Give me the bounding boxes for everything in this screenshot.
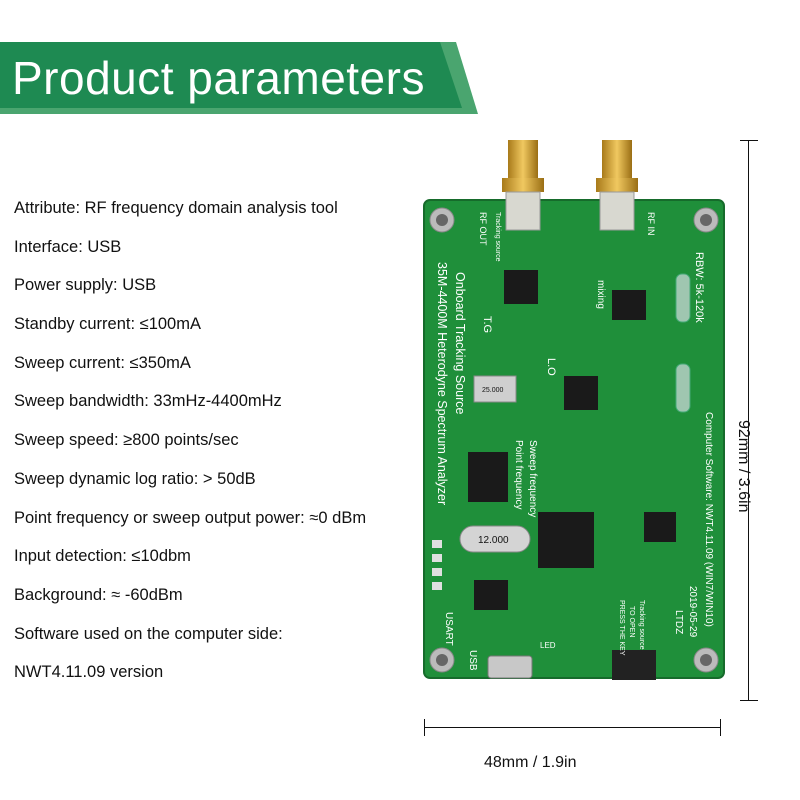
spec-item: Attribute: RF frequency domain analysis … — [14, 199, 338, 217]
height-dimension-label: 92mm / 3.6in — [735, 420, 752, 513]
lo-label: L.O — [545, 358, 557, 376]
spec-item: Standby current: ≤100mA — [14, 315, 201, 334]
rf-out-label: RF OUT — [478, 212, 488, 246]
mounting-hole-icon — [429, 647, 455, 673]
crystal-label: 25.000 — [482, 387, 504, 394]
press-key-label: TO OPEN — [628, 606, 635, 637]
sma-connector-rf-in — [596, 140, 638, 231]
usb-label: USB — [467, 650, 478, 671]
spec-item: Background: ≈ -60dBm — [14, 585, 183, 604]
dimension-cap — [740, 140, 758, 141]
rbw-label: RBW: 5k-120k — [693, 252, 705, 323]
software-label: Computer Software: NWT4.11.09 (WIN7/WIN1… — [703, 412, 714, 627]
spec-item: NWT4.11.09 version — [14, 663, 164, 682]
date-label: 2019-05-29 — [687, 586, 698, 638]
width-dimension-line — [424, 727, 720, 728]
spec-item: Input detection: ≤10dbm — [14, 547, 191, 566]
usb-port — [487, 655, 533, 679]
width-dimension-label: 48mm / 1.9in — [484, 754, 577, 771]
crystal-oscillator — [473, 375, 517, 403]
dimension-cap — [720, 719, 721, 736]
spec-item: Sweep current: ≤350mA — [14, 353, 191, 372]
led-label: LED — [540, 641, 556, 650]
mixing-label: mixing — [595, 280, 606, 309]
usart-label: USART — [443, 612, 454, 646]
board-title-line1: 35M-4400M Heterodyne Spectrum Analyzer — [435, 262, 449, 505]
dimension-cap — [424, 719, 425, 736]
press-key-label: Tracking source — [638, 600, 645, 650]
board-title-line2: Onboard Tracking Source — [453, 272, 467, 414]
mounting-hole-icon — [693, 647, 719, 673]
tracking-source-label: Tracking source — [494, 212, 501, 262]
mcu-chip — [538, 512, 594, 568]
spec-item: Sweep dynamic log ratio: > 50dB — [14, 469, 256, 488]
push-button — [612, 650, 656, 680]
press-key-label: PRESS THE KEY — [618, 600, 625, 656]
rf-in-label: RF IN — [646, 212, 656, 236]
dimension-cap — [740, 700, 758, 701]
title-banner — [0, 42, 478, 114]
mounting-hole-icon — [429, 207, 455, 233]
spec-item: Power supply: USB — [14, 276, 157, 295]
mounting-hole-icon — [693, 207, 719, 233]
brand-label: LTDZ — [673, 610, 684, 634]
crystal-oscillator — [459, 525, 531, 553]
spec-item: Point frequency or sweep output power: ≈… — [14, 508, 367, 527]
spec-item: Sweep bandwidth: 33mHz-4400mHz — [14, 392, 282, 411]
page-title: Product parameters — [12, 52, 425, 104]
height-dimension-line — [748, 140, 749, 700]
sma-connector-rf-out — [502, 140, 544, 231]
spec-item: Interface: USB — [14, 237, 122, 256]
spec-item: Sweep speed: ≥800 points/sec — [14, 431, 239, 450]
sweep-frequency-label: Sweep frequency — [527, 440, 538, 517]
spec-item: Software used on the computer side: — [14, 624, 283, 643]
point-frequency-label: Point frequency — [513, 440, 524, 510]
pcb-board: RF OUT Tracking source RF IN RBW: 5k-120… — [423, 140, 725, 680]
crystal-label: 12.000 — [478, 535, 509, 546]
tg-label: T.G — [481, 316, 493, 333]
spec-list: Attribute: RF frequency domain analysis … — [14, 198, 414, 701]
